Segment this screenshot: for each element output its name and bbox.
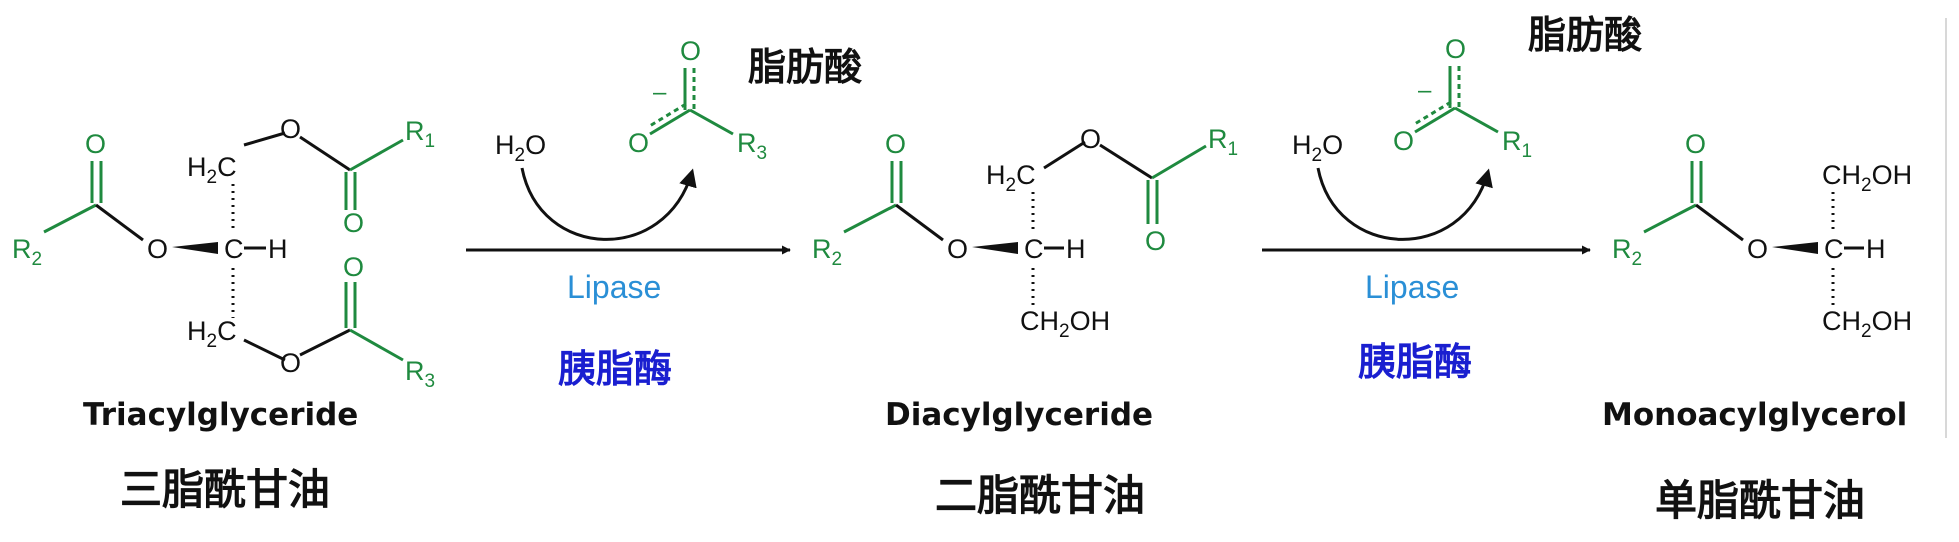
bond — [243, 338, 286, 362]
curved-arrow — [520, 167, 697, 241]
bond — [43, 203, 97, 234]
atom-oxygen-anion: O — [1393, 126, 1414, 156]
molecule-name-cn: 二脂酰甘油 — [935, 471, 1145, 520]
molecule-name-cn: 三脂酰甘油 — [120, 465, 330, 514]
wedge-bond — [1772, 242, 1818, 254]
atom-r1: R1 — [405, 116, 435, 152]
enzyme-label-en: Lipase — [1365, 269, 1459, 305]
partial-bond — [647, 102, 687, 129]
atom-oxygen-carbonyl: O — [1145, 226, 1166, 256]
atom-oxygen-carbonyl: O — [85, 129, 106, 159]
product-name-cn: 脂肪酸 — [1528, 13, 1643, 57]
reaction-step-1: H2O Lipase 胰脂酶 O O – R3 脂肪酸 — [466, 36, 863, 391]
bond — [1643, 203, 1697, 234]
atom-oxygen-carbonyl: O — [885, 129, 906, 159]
partial-bond — [1412, 100, 1452, 127]
atom-oxygen: O — [1080, 124, 1101, 154]
atom-r1: R1 — [1502, 126, 1532, 162]
atom-r1: R1 — [1208, 124, 1238, 160]
atom-oxygen: O — [680, 36, 701, 66]
molecule-name-en: Triacylglyceride — [83, 397, 358, 433]
atom-hydrogen: H — [1066, 234, 1086, 264]
atom-h2c: H2C — [986, 160, 1036, 196]
bond — [1043, 140, 1086, 170]
bond — [895, 203, 944, 242]
bond — [1414, 106, 1456, 134]
bond — [95, 203, 144, 242]
molecule-name-cn: 单脂酰甘油 — [1655, 476, 1865, 525]
diacylglyceride-structure: O R1 O H2C O R2 O C H CH2OH — [812, 124, 1238, 342]
bond — [1151, 144, 1207, 180]
negative-charge: – — [1418, 77, 1432, 104]
atom-oxygen: O — [280, 348, 301, 378]
bond — [299, 135, 351, 172]
water-label: H2O — [495, 130, 546, 166]
monoacylglycerol-structure: CH2OH O R2 O C H CH2OH — [1612, 129, 1912, 342]
enzyme-label-cn: 胰脂酶 — [1358, 339, 1472, 384]
atom-oxygen: O — [1445, 34, 1466, 64]
atom-hydrogen: H — [268, 234, 288, 264]
enzyme-label-cn: 胰脂酶 — [558, 346, 672, 391]
bond — [1099, 143, 1153, 180]
water-label: H2O — [1292, 130, 1343, 166]
atom-ch2oh: CH2OH — [1822, 160, 1912, 196]
molecule-name-en: Diacylglyceride — [885, 397, 1153, 433]
bond — [243, 131, 286, 147]
molecule-name-en: Monoacylglycerol — [1602, 397, 1907, 433]
atom-r3: R3 — [405, 356, 435, 392]
bond — [649, 108, 691, 136]
atom-hydrogen: H — [1866, 234, 1886, 264]
product-name-cn: 脂肪酸 — [748, 45, 863, 89]
atom-oxygen: O — [1747, 234, 1768, 264]
atom-oxygen: O — [947, 234, 968, 264]
atom-r2: R2 — [1612, 234, 1642, 270]
reaction-step-2: H2O Lipase 胰脂酶 O O – R1 脂肪酸 — [1262, 13, 1643, 384]
atom-ch2oh: CH2OH — [1822, 306, 1912, 342]
triacylglyceride-structure: O R1 O H2C O R2 O C H H2C O O R3 — [12, 114, 435, 392]
enzyme-label-en: Lipase — [567, 269, 661, 305]
atom-oxygen-carbonyl: O — [343, 208, 364, 238]
atom-carbon: C — [1024, 234, 1044, 264]
atom-oxygen-carbonyl: O — [1685, 129, 1706, 159]
negative-charge: – — [653, 79, 667, 106]
atom-oxygen: O — [147, 234, 168, 264]
atom-carbon: C — [1824, 234, 1844, 264]
bond — [349, 328, 404, 362]
atom-oxygen-carbonyl: O — [343, 252, 364, 282]
bond — [349, 138, 404, 172]
bond — [1454, 106, 1499, 134]
atom-h2c: H2C — [187, 316, 237, 352]
atom-r3: R3 — [737, 128, 767, 164]
wedge-bond — [972, 242, 1018, 254]
atom-oxygen: O — [280, 114, 301, 144]
bond — [299, 328, 351, 357]
bond — [1695, 203, 1744, 242]
atom-r2: R2 — [812, 234, 842, 270]
atom-ch2oh: CH2OH — [1020, 306, 1110, 342]
wedge-bond — [172, 242, 218, 254]
atom-r2: R2 — [12, 234, 42, 270]
curved-arrow — [1316, 167, 1493, 241]
bond — [843, 203, 897, 234]
atom-h2c: H2C — [187, 152, 237, 188]
atom-oxygen-anion: O — [628, 128, 649, 158]
bond — [689, 108, 734, 136]
atom-carbon: C — [224, 234, 244, 264]
